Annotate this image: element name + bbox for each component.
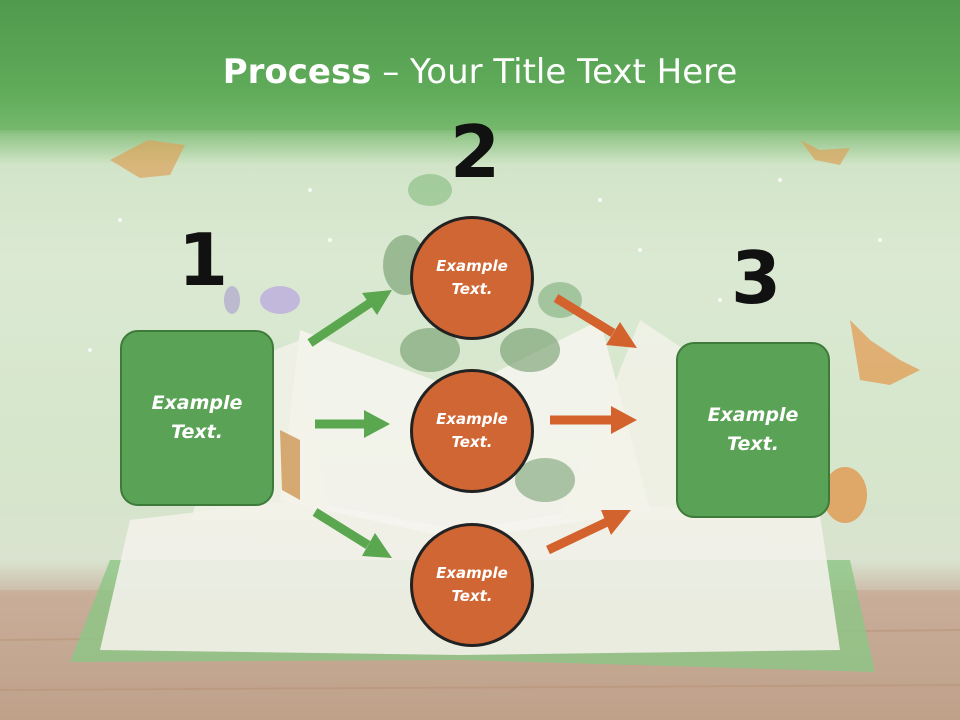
header-band [0,0,960,130]
title-rest: – Your Title Text Here [371,52,738,92]
arrows [307,290,637,558]
slide-title: Process – Your Title Text Here [0,52,960,92]
title-bold: Process [222,52,372,92]
flower-decoration [260,286,300,314]
step-1-box: Example Text. [120,330,274,506]
step-number-1: 1 [178,218,229,302]
arrow-1-to-middle [315,410,390,438]
step-1-label: Example Text. [151,392,243,443]
step-number-3: 3 [731,236,782,320]
process-node-top: Example Text. [410,216,534,340]
process-node-top-label: Example Text. [436,257,508,298]
process-node-middle-label: Example Text. [436,410,508,451]
arrow-middle-to-3 [550,406,637,434]
butterfly-decoration [110,140,920,500]
arrow-1-to-top [307,290,392,347]
process-node-bottom-label: Example Text. [436,564,508,605]
book-pages-left [100,500,460,655]
arrow-bottom-to-3 [546,510,631,555]
leaf-decoration [408,174,452,206]
process-node-middle: Example Text. [410,369,534,493]
step-number-2: 2 [450,110,501,194]
sparkles [88,178,882,352]
step-3-label: Example Text. [707,404,799,455]
process-node-bottom: Example Text. [410,523,534,647]
step-3-box: Example Text. [676,342,830,518]
arrow-1-to-bottom [312,508,392,558]
arrow-top-to-3 [553,294,637,348]
